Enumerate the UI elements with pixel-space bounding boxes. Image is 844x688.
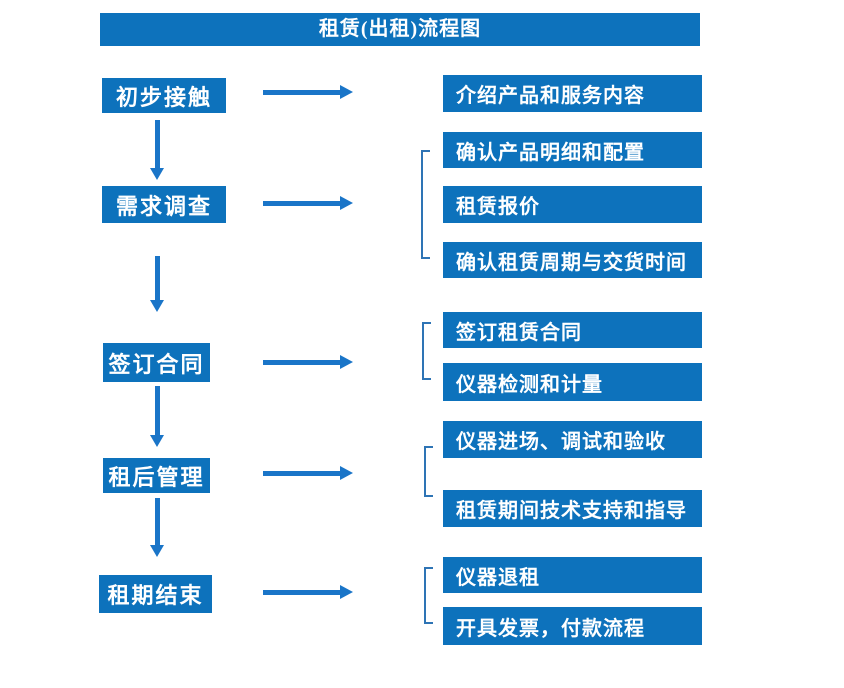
arrow-head bbox=[340, 355, 353, 369]
detail-box-rental-quote: 租赁报价 bbox=[443, 186, 702, 223]
arrow-right-icon bbox=[263, 355, 353, 369]
arrow-head bbox=[150, 545, 164, 557]
bracket-connector bbox=[421, 150, 430, 259]
arrow-down-icon bbox=[150, 498, 165, 557]
arrow-shaft bbox=[263, 89, 341, 95]
arrow-down-icon bbox=[150, 256, 165, 312]
arrow-shaft bbox=[155, 120, 160, 169]
bracket-connector bbox=[424, 567, 433, 624]
detail-box-instrument-setup-acceptance: 仪器进场、调试和验收 bbox=[443, 421, 702, 458]
detail-box-instrument-return: 仪器退租 bbox=[443, 557, 702, 593]
step-box-sign-contract: 签订合同 bbox=[103, 343, 210, 382]
arrow-shaft bbox=[263, 359, 341, 365]
arrow-right-icon bbox=[263, 585, 353, 599]
arrow-shaft bbox=[263, 589, 341, 595]
arrow-shaft bbox=[155, 256, 160, 301]
detail-box-confirm-period-delivery: 确认租赁周期与交货时间 bbox=[443, 242, 702, 278]
detail-box-instrument-testing: 仪器检测和计量 bbox=[443, 363, 702, 401]
arrow-head bbox=[340, 196, 353, 210]
bracket-connector bbox=[422, 322, 431, 380]
detail-box-confirm-product-config: 确认产品明细和配置 bbox=[443, 132, 702, 168]
arrow-down-icon bbox=[150, 120, 165, 180]
step-box-post-rental-management: 租后管理 bbox=[103, 458, 210, 493]
step-box-rental-end: 租期结束 bbox=[99, 575, 212, 613]
step-box-demand-survey: 需求调查 bbox=[102, 186, 226, 223]
arrow-right-icon bbox=[263, 85, 353, 99]
arrow-shaft bbox=[155, 386, 160, 436]
detail-box-invoice-payment: 开具发票，付款流程 bbox=[443, 607, 702, 645]
page-title: 租赁(出租)流程图 bbox=[100, 13, 700, 46]
arrow-head bbox=[150, 435, 164, 447]
arrow-head bbox=[340, 585, 353, 599]
arrow-right-icon bbox=[263, 196, 353, 210]
arrow-head bbox=[150, 300, 164, 312]
arrow-down-icon bbox=[150, 386, 165, 447]
detail-box-tech-support: 租赁期间技术支持和指导 bbox=[443, 490, 702, 527]
step-box-initial-contact: 初步接触 bbox=[102, 78, 226, 113]
arrow-shaft bbox=[155, 498, 160, 546]
detail-box-introduce-products: 介绍产品和服务内容 bbox=[443, 75, 702, 112]
arrow-head bbox=[340, 85, 353, 99]
arrow-head bbox=[150, 168, 164, 180]
arrow-shaft bbox=[263, 470, 341, 476]
arrow-head bbox=[340, 466, 353, 480]
detail-box-sign-rental-contract: 签订租赁合同 bbox=[443, 312, 702, 348]
arrow-right-icon bbox=[263, 466, 353, 480]
bracket-connector bbox=[424, 446, 433, 497]
arrow-shaft bbox=[263, 200, 341, 206]
